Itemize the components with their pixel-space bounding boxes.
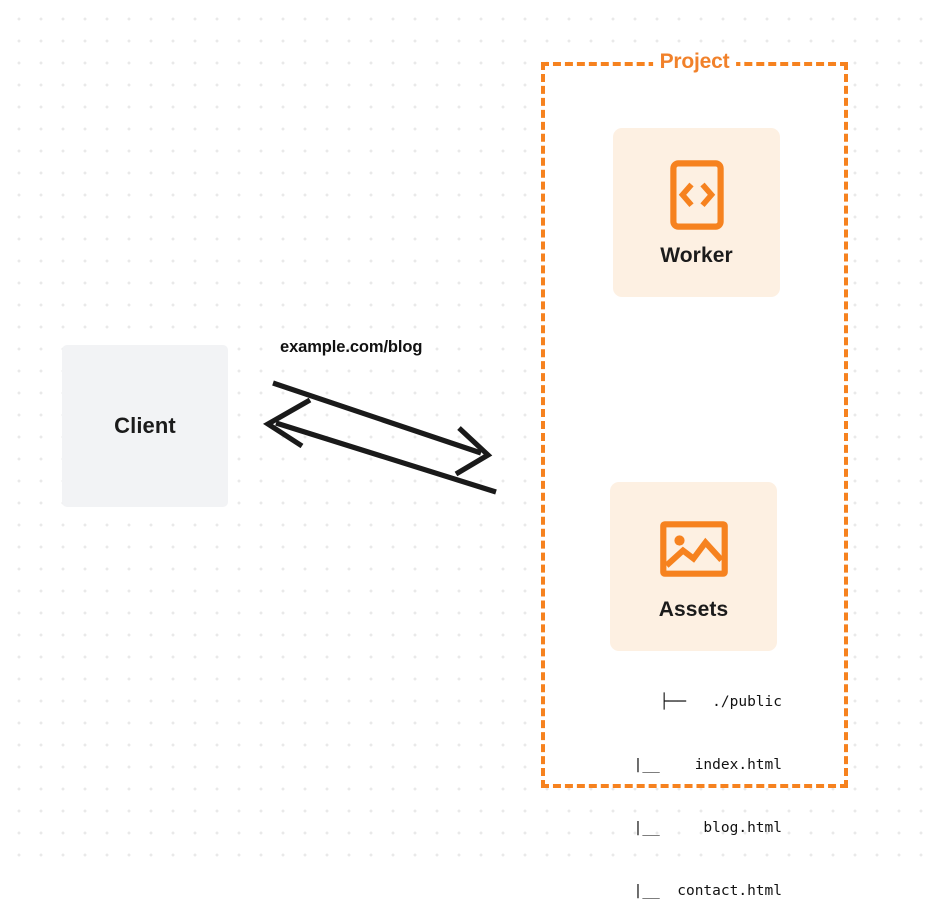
file-tree-line: |__ contact.html [633,883,782,899]
code-brackets-icon [669,158,724,232]
file-tree-line: |__ index.html [633,757,782,773]
worker-card-label: Worker [660,243,733,267]
client-node[interactable]: Client [62,345,228,507]
file-tree-line: ├── ./public [659,694,782,710]
file-tree-line: |__ blog.html [633,820,782,836]
project-container: Project [541,50,848,788]
client-label: Client [114,413,176,438]
connection-url-label: example.com/blog [280,338,423,356]
project-title-label: Project [652,50,737,74]
assets-card-label: Assets [658,597,729,621]
assets-card[interactable]: Assets [610,482,777,651]
worker-card[interactable]: Worker [613,128,780,297]
assets-file-tree: ├── ./public |__ index.html |__ blog.htm… [560,650,782,923]
image-icon [659,512,728,586]
